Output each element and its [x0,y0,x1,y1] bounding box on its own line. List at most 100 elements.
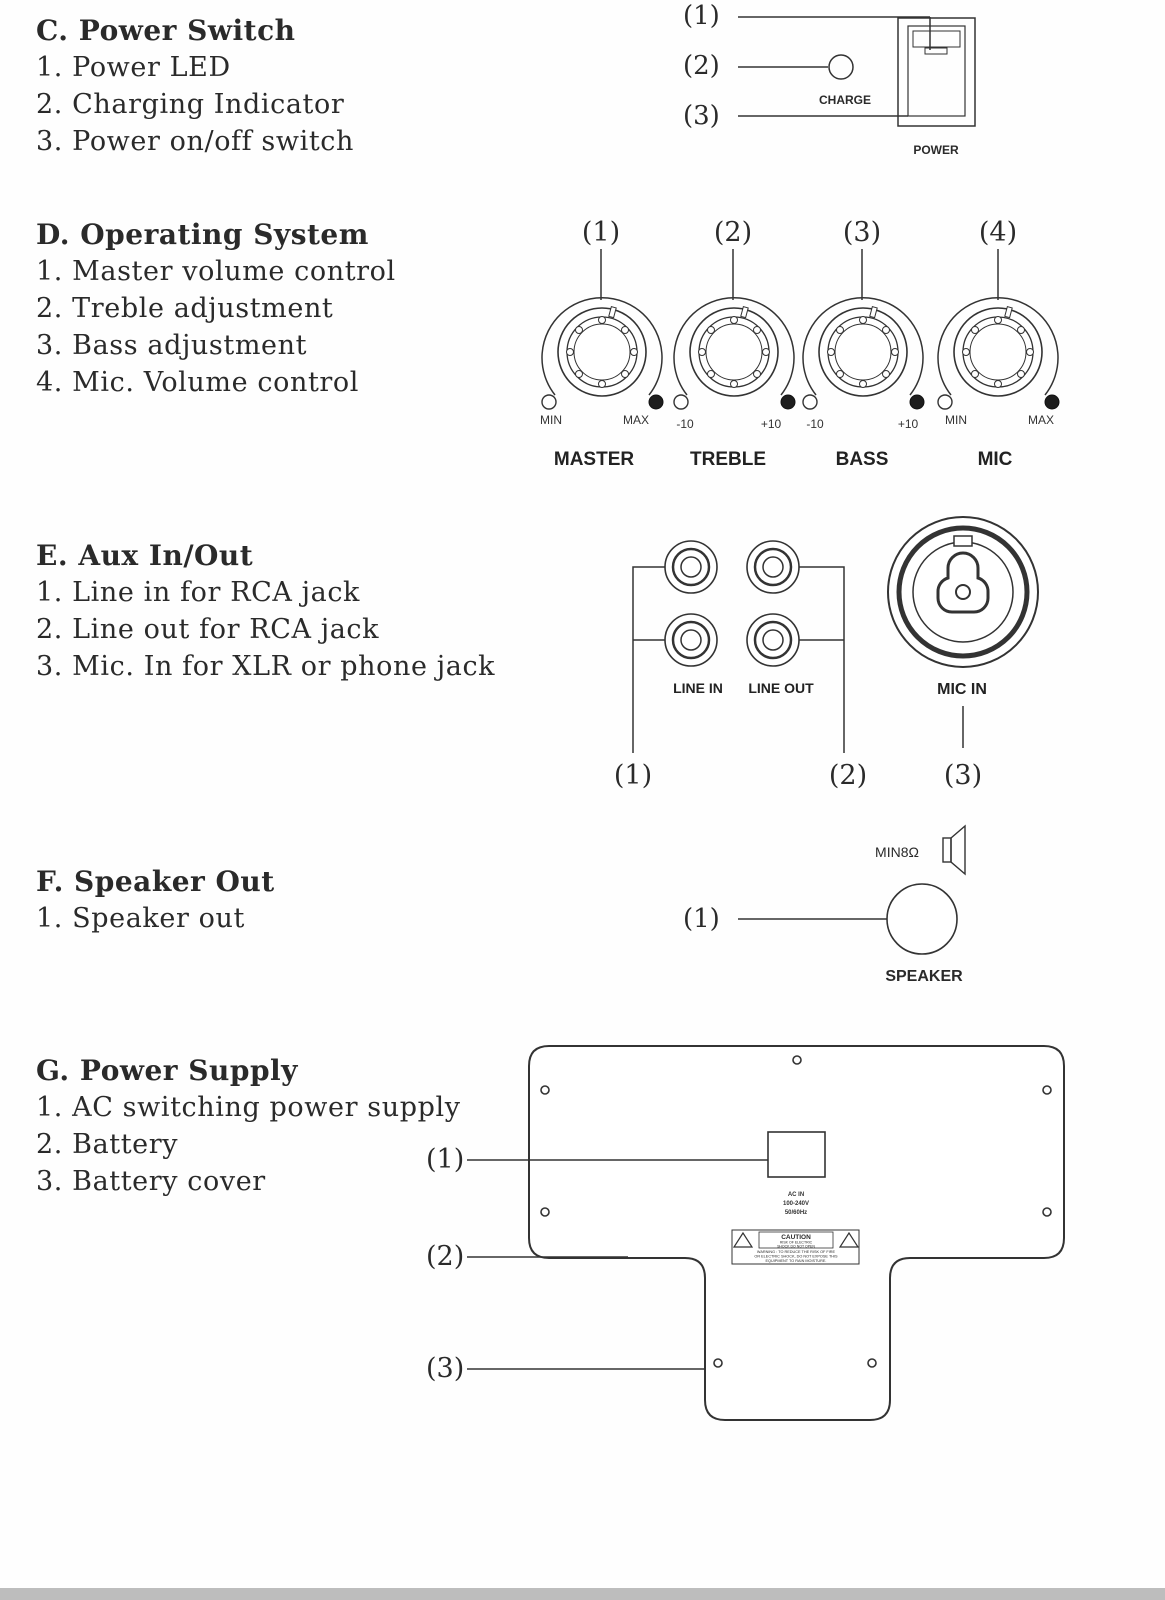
knob-name-label: MASTER [554,449,635,470]
callout-2: (2) [714,217,752,248]
knob-panel-diagram: (1) (2) (3) (4) [540,217,1060,470]
list-item: 1. Speaker out [36,903,245,934]
screw-icon [792,1055,802,1065]
knob-max-label: +10 [898,417,919,431]
knob-max-label: MAX [623,413,649,427]
knob-min-label: MIN [540,413,562,427]
list-item: 1. Master volume control [36,256,396,287]
callout-2: (2) [683,51,720,81]
list-item: 3. Mic. In for XLR or phone jack [36,651,496,682]
knob-name-label: MIC [978,449,1013,470]
callout-1: (1) [683,904,720,934]
knob-min-label: MIN [945,413,967,427]
page-bottom-edge [0,1588,1165,1600]
treble-knob [673,296,796,410]
knob-name-label: BASS [836,449,889,470]
screw-icon [867,1358,877,1368]
ac-inlet-icon [767,1131,826,1178]
callout-2: (2) [426,1241,464,1272]
xlr-combo-jack-icon [887,516,1039,668]
item-list: 1. AC switching power supply 2. Battery … [36,1089,461,1200]
caution-title: CAUTION [781,1234,811,1241]
line-out-label: LINE OUT [748,680,814,696]
power-supply-panel-diagram: AC IN 100-240V 50/60Hz CAUTION RISK OF E… [426,1045,1065,1421]
knob-min-label: -10 [676,417,694,431]
master-knob [541,296,664,410]
callout-1: (1) [426,1144,464,1175]
list-item: 1. Line in for RCA jack [36,577,361,608]
section-title: C. Power Switch [36,14,296,47]
exclamation-warning-icon [838,1231,860,1248]
section-aux-in-out: E. Aux In/Out 1. Line in for RCA jack 2.… [36,537,495,685]
callout-3: (3) [426,1353,464,1384]
screw-icon [540,1207,550,1217]
section-operating-system: D. Operating System 1. Master volume con… [36,216,396,401]
callout-2: (2) [829,760,867,791]
callout-4: (4) [979,217,1017,248]
aux-panel-diagram: LINE IN LINE OUT MIC IN (1) (2) (3) [614,516,1039,791]
section-speaker-out: F. Speaker Out 1. Speaker out [36,863,275,937]
speaker-icon [942,824,966,876]
list-item: 2. Line out for RCA jack [36,614,380,645]
warning-text: EQUIPMENT TO RAIN MOISTURE. [766,1259,827,1263]
knob-max-label: MAX [1028,413,1054,427]
callout-3: (3) [843,217,881,248]
knob-min-label: -10 [806,417,824,431]
section-title: G. Power Supply [36,1054,298,1087]
item-list: 1. Speaker out [36,900,275,937]
screw-icon [713,1358,723,1368]
list-item: 1. Power LED [36,52,231,83]
ac-frequency-label: 50/60Hz [785,1210,807,1216]
speaker-out-diagram: MIN8Ω (1) SPEAKER [683,824,966,985]
list-item: 2. Treble adjustment [36,293,334,324]
knob-name-label: TREBLE [690,449,766,470]
power-label: POWER [913,143,959,157]
section-power-supply: G. Power Supply 1. AC switching power su… [36,1052,461,1200]
list-item: 2. Charging Indicator [36,89,345,120]
list-item: 2. Battery [36,1129,179,1160]
rca-jack-icon [664,613,718,667]
screw-icon [540,1085,550,1095]
section-title: D. Operating System [36,218,369,251]
rca-jack-icon [746,613,800,667]
list-item: 3. Battery cover [36,1166,266,1197]
power-switch-icon [897,17,976,127]
callout-1: (1) [614,760,652,791]
warning-text: OR ELECTRIC SHOCK, DO NOT EXPOSE THIS [754,1255,838,1259]
caution-label: CAUTION RISK OF ELECTRIC SHOCK DO NOT OP… [731,1229,860,1265]
rca-jack-icon [664,540,718,594]
ac-in-label: AC IN [788,1192,804,1198]
caution-subtext: SHOCK DO NOT OPEN [777,1245,815,1249]
rca-jack-icon [746,540,800,594]
section-title: E. Aux In/Out [36,539,254,572]
caution-subtext: RISK OF ELECTRIC [780,1241,813,1245]
bass-knob [802,296,925,410]
callout-3: (3) [944,760,982,791]
item-list: 1. Power LED 2. Charging Indicator 3. Po… [36,49,354,160]
list-item: 3. Bass adjustment [36,330,308,361]
list-item: 3. Power on/off switch [36,126,354,157]
lightning-warning-icon [732,1231,754,1248]
mic-in-label: MIC IN [937,681,987,698]
item-list: 1. Master volume control 2. Treble adjus… [36,253,396,401]
item-list: 1. Line in for RCA jack 2. Line out for … [36,574,495,685]
line-in-label: LINE IN [673,680,723,696]
charging-led-icon [828,54,854,80]
power-switch-diagram: (1) (2) (3) CHARGE POWER [683,1,976,157]
speaker-label: SPEAKER [885,968,963,985]
ac-voltage-label: 100-240V [783,1201,809,1207]
callout-3: (3) [683,101,720,131]
section-title: F. Speaker Out [36,865,275,898]
mic-knob [937,296,1060,410]
knob-max-label: +10 [761,417,782,431]
callout-1: (1) [683,1,720,31]
screw-icon [1042,1085,1052,1095]
list-item: 1. AC switching power supply [36,1092,461,1123]
speaker-jack-icon [886,883,958,955]
impedance-label: MIN8Ω [875,844,919,860]
charge-label: CHARGE [819,93,871,107]
callout-1: (1) [582,217,620,248]
warning-text: WARNING : TO REDUCE THE RISK OF FIRE [757,1250,836,1254]
